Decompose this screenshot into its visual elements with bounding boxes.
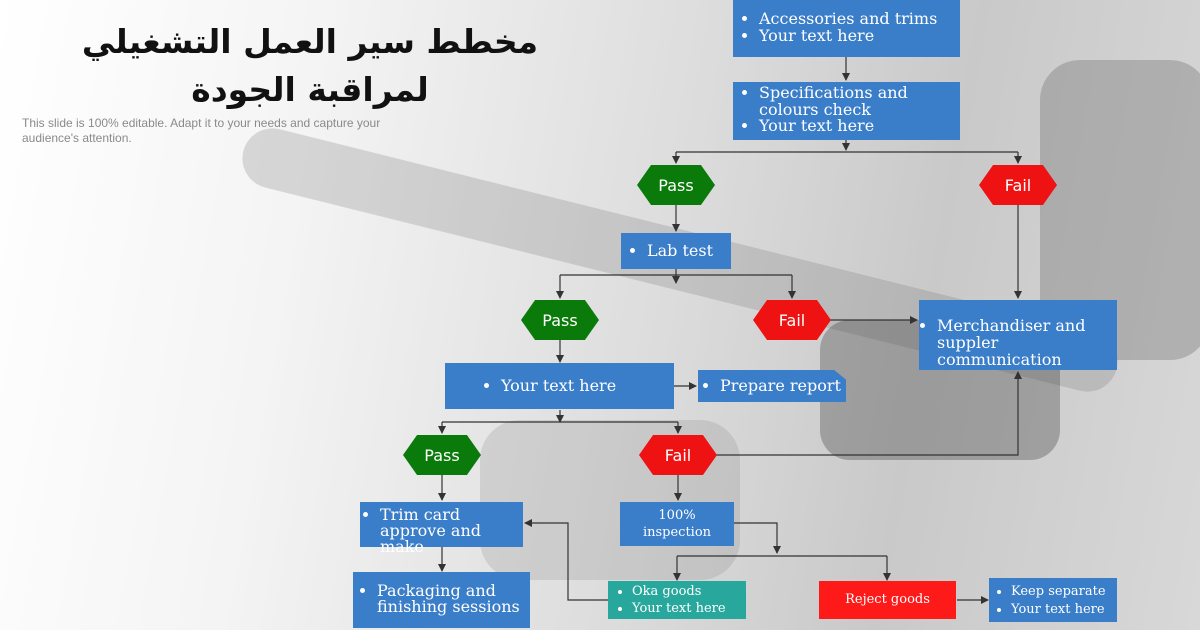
merchandiser-box: Merchandiser and suppler communication (919, 300, 1117, 370)
trim-card-box: Trim card approve and make (360, 502, 523, 555)
pass-hexagon-1: Pass (637, 165, 715, 205)
keep-separate-line-1: Keep separate (1011, 583, 1117, 601)
oka-goods-line-2: Your text here (632, 600, 746, 617)
pass-hexagon-2: Pass (521, 300, 599, 340)
reject-goods-box: Reject goods (819, 581, 956, 619)
oka-goods-line-1: Oka goods (632, 583, 746, 600)
lab-test-label: Lab test (647, 233, 731, 269)
fail-hexagon-3: Fail (639, 435, 717, 475)
prepare-report-box: Prepare report (698, 370, 846, 402)
keep-separate-box: Keep separate Your text here (989, 578, 1117, 622)
merchandiser-label: Merchandiser and suppler communication (937, 317, 1117, 368)
lab-test-box: Lab test (621, 233, 731, 269)
accessories-line-1: Accessories and trims (759, 10, 960, 27)
inspection-label: 100% inspection (642, 508, 712, 540)
prepare-report-label: Prepare report (720, 370, 846, 402)
keep-separate-line-2: Your text here (1011, 601, 1117, 619)
pass-hexagon-3: Pass (403, 435, 481, 475)
specifications-box: Specifications and colours check Your te… (733, 82, 960, 140)
packaging-box: Packaging and finishing sessions (353, 572, 530, 628)
reject-goods-label: Reject goods (845, 592, 930, 607)
specifications-line-2: Your text here (759, 117, 960, 135)
page-title: مخطط سير العمل التشغيلي لمراقبة الجودة (81, 22, 539, 109)
your-text-label: Your text here (501, 363, 674, 409)
page-subtitle: This slide is 100% editable. Adapt it to… (22, 116, 381, 145)
fail-hexagon-2: Fail (753, 300, 831, 340)
trim-card-label: Trim card approve and make (380, 507, 523, 555)
accessories-box: Accessories and trims Your text here (733, 0, 960, 57)
inspection-box: 100% inspection (620, 502, 734, 546)
packaging-label: Packaging and finishing sessions (377, 583, 530, 615)
oka-goods-box: Oka goods Your text here (608, 581, 746, 619)
accessories-line-2: Your text here (759, 27, 960, 44)
your-text-box: Your text here (445, 363, 674, 409)
fail-hexagon-1: Fail (979, 165, 1057, 205)
specifications-line-1: Specifications and colours check (759, 84, 960, 118)
